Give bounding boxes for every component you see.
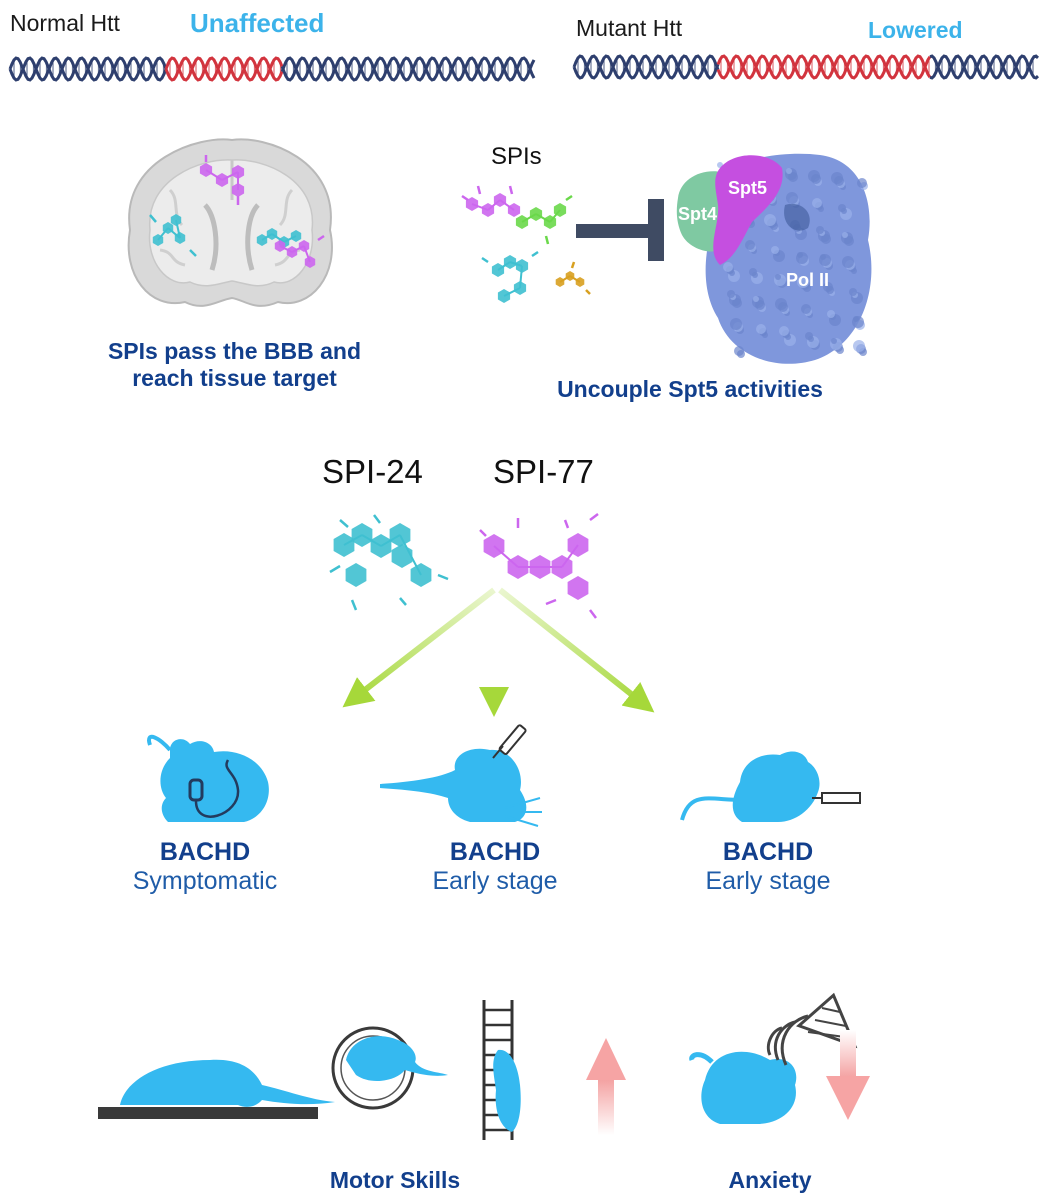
spis-molecules-icon: [461, 185, 591, 303]
brain-caption-line1: SPIs pass the BBB and: [107, 338, 362, 364]
model-3-name: BACHD: [722, 838, 814, 866]
normal-htt-status: Unaffected: [190, 8, 325, 38]
model-1: BACHD Symptomatic: [95, 838, 315, 896]
increase-arrow-icon: [586, 1038, 626, 1135]
mouse-early-stage-injected-icon: [380, 724, 542, 827]
model-3: BACHD Early stage: [658, 838, 878, 896]
mutant-htt-status: Lowered: [868, 17, 963, 43]
inhibition-bar-icon: [576, 199, 664, 261]
spi-77-molecule-icon: [479, 513, 599, 619]
pol-ii-complex-icon: [676, 153, 872, 364]
spt4-label: Spt4: [678, 204, 718, 224]
spi-24-label: SPI-24: [322, 453, 423, 490]
motor-skills-label: Motor Skills: [329, 1167, 461, 1193]
mechanism-caption: Uncouple Spt5 activities: [557, 376, 823, 402]
model-2: BACHD Early stage: [385, 838, 605, 896]
normal-htt-text: Normal Htt: [10, 10, 120, 36]
spi-24-molecule-icon: [329, 514, 449, 611]
treadmill-mouse-icon: [98, 1059, 335, 1119]
mouse-early-stage-intranasal-icon: [680, 751, 861, 822]
anxiety-mouse-icon: [689, 1051, 797, 1124]
decrease-arrow-icon: [826, 1030, 870, 1120]
spis-label: SPIs: [491, 143, 542, 170]
running-wheel-icon: [331, 1026, 448, 1110]
ladder-climbing-icon: [482, 1000, 521, 1140]
model-2-stage: Early stage: [432, 867, 558, 895]
treatment-arrows: [342, 587, 655, 717]
brain-icon: [127, 138, 333, 307]
pol-ii-label: Pol II: [786, 270, 830, 290]
syringe-icon: [492, 724, 527, 759]
mouse-symptomatic-icon: [147, 734, 269, 822]
normal-htt-label: Normal Htt: [10, 10, 120, 37]
mutant-htt-dna-icon: [572, 54, 1040, 80]
arrow-to-early-stage-2: [498, 587, 655, 713]
model-1-name: BACHD: [159, 838, 251, 866]
model-3-stage: Early stage: [705, 867, 831, 895]
brain-caption: SPIs pass the BBB and reach tissue targe…: [92, 338, 377, 392]
brain-caption-line2: reach tissue target: [132, 365, 337, 391]
spi-77-label: SPI-77: [493, 453, 594, 490]
arrow-to-symptomatic: [342, 587, 496, 708]
mutant-htt-text: Mutant Htt: [576, 15, 683, 41]
syringe-nose-icon: [812, 792, 861, 804]
model-1-stage: Symptomatic: [132, 867, 278, 895]
spt5-label: Spt5: [728, 178, 768, 198]
mutant-htt-label: Mutant Htt: [576, 15, 682, 42]
model-2-name: BACHD: [449, 838, 541, 866]
anxiety-label: Anxiety: [728, 1167, 812, 1193]
normal-htt-dna-icon: [8, 56, 536, 82]
